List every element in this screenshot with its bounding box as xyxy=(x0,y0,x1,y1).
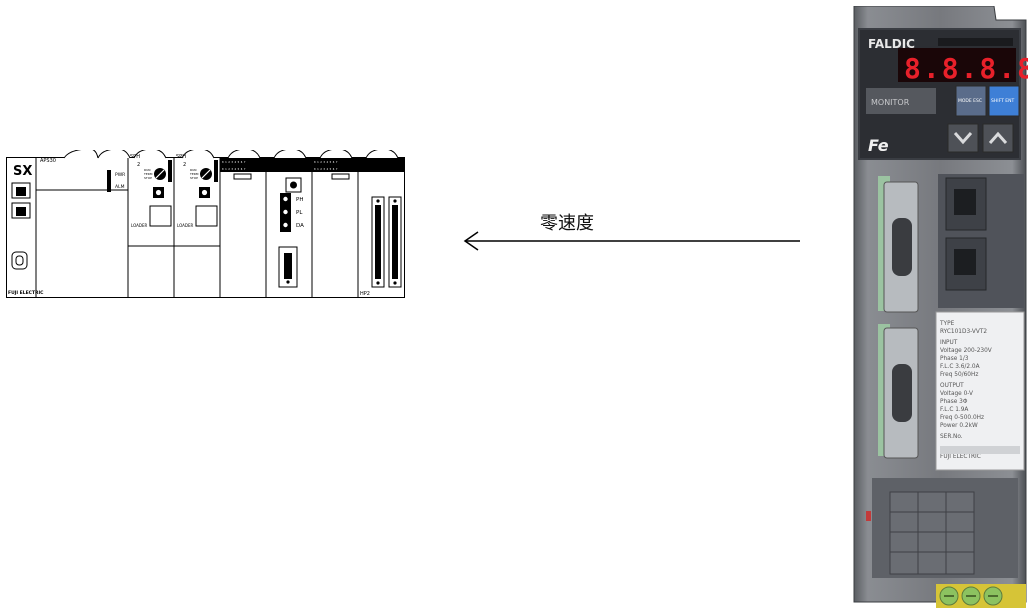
monitor-button[interactable]: MONITOR xyxy=(871,98,910,107)
ethernet-port-icon xyxy=(11,202,31,219)
servo-amplifier: FALDIC 8.8.8.8 MONITOR MODE ESC SHIFT EN… xyxy=(853,6,1028,608)
svg-text:TYPE: TYPE xyxy=(939,321,955,327)
svg-text:0 1 2 3 4 5 6 7: 0 1 2 3 4 5 6 7 xyxy=(314,160,338,164)
svg-text:FUJI ELECTRIC: FUJI ELECTRIC xyxy=(940,454,981,460)
power-indicator-pwr: PWR xyxy=(115,172,125,178)
pulse-led-pl: PL xyxy=(296,210,303,216)
svg-text:0 1 2 3 4 5 6 7: 0 1 2 3 4 5 6 7 xyxy=(314,167,338,171)
svg-text:Voltage 0-V: Voltage 0-V xyxy=(940,391,973,397)
power-indicator-alm: ALM xyxy=(115,184,125,190)
power-module-name: APS30 xyxy=(40,158,56,164)
cpu-switch-stop: STOP xyxy=(144,176,152,180)
maker-logo: FUJI ELECTRIC xyxy=(8,290,44,296)
svg-text:Phase 1/3: Phase 1/3 xyxy=(940,356,969,362)
svg-text:0 1 2 3 4 5 6 7: 0 1 2 3 4 5 6 7 xyxy=(222,160,246,164)
svg-text:INPUT: INPUT xyxy=(940,340,958,346)
svg-text:OUTPUT: OUTPUT xyxy=(940,383,964,389)
cpu-switch-term: TERM xyxy=(189,172,199,176)
cpu-switch-term: TERM xyxy=(143,172,153,176)
svg-text:0 1 2 3 4 5 6 7: 0 1 2 3 4 5 6 7 xyxy=(222,167,246,171)
cpu-module-number: 2 xyxy=(137,162,140,168)
svg-text:Freq 50/60Hz: Freq 50/60Hz xyxy=(940,372,978,378)
cpu-module-name: SPH xyxy=(176,154,186,160)
connector-icon xyxy=(11,251,28,270)
pulse-led-da: DA xyxy=(296,223,304,229)
svg-text:F.L.C 3.6/2.0A: F.L.C 3.6/2.0A xyxy=(940,364,980,370)
svg-text:Phase 3Φ: Phase 3Φ xyxy=(940,399,968,405)
up-arrow-button[interactable] xyxy=(988,131,1008,144)
ethernet-port-icon xyxy=(11,182,31,199)
plc-rack: SX FUJI ELECTRIC APS30 PWR ALM SPH 2 RUN… xyxy=(6,150,405,298)
svg-text:RYC101D3-VVT2: RYC101D3-VVT2 xyxy=(940,329,987,335)
svg-text:SER.No.: SER.No. xyxy=(940,434,963,440)
cpu-switch-run: RUN xyxy=(144,168,151,172)
down-arrow-button[interactable] xyxy=(953,132,973,145)
cpu-switch-run: RUN xyxy=(190,168,197,172)
servo-brand: FALDIC xyxy=(868,37,915,51)
cpu-module-name: SPH xyxy=(130,154,140,160)
cpu-loader-label: LOADER xyxy=(177,223,194,228)
maker-logo: Fe xyxy=(868,136,889,155)
led-display: 8.8.8.8 xyxy=(904,52,1028,85)
cpu-switch-stop: STOP xyxy=(190,176,198,180)
mode-esc-button[interactable]: MODE ESC xyxy=(958,98,982,104)
svg-text:F.L.C 1.9A: F.L.C 1.9A xyxy=(940,407,968,413)
cpu-loader-label: LOADER xyxy=(131,223,148,228)
svg-text:Voltage 200-230V: Voltage 200-230V xyxy=(940,348,992,354)
hp2-module-name: HP2 xyxy=(360,291,370,297)
pulse-led-ph: PH xyxy=(296,197,303,203)
arrow-label: 零速度 xyxy=(540,213,594,234)
left-arrow-icon xyxy=(463,231,800,251)
svg-text:Freq 0-500.0Hz: Freq 0-500.0Hz xyxy=(940,415,984,421)
plc-brand: SX xyxy=(13,164,32,179)
shift-ent-button[interactable]: SHIFT ENT xyxy=(991,98,1014,104)
svg-text:Power 0.2kW: Power 0.2kW xyxy=(940,423,978,429)
cpu-module-number: 2 xyxy=(183,162,186,168)
nameplate: TYPE RYC101D3-VVT2 INPUT Voltage 200-230… xyxy=(939,321,992,460)
